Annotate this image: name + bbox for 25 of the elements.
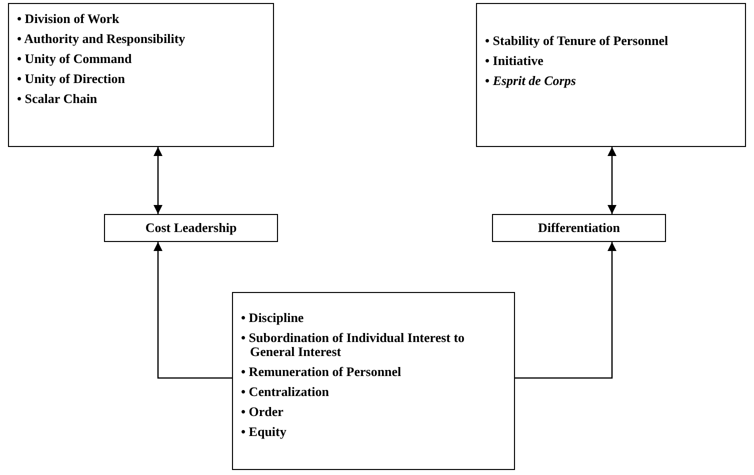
list-item: • Unity of Command xyxy=(17,52,133,66)
list-item: • Subordination of Individual Interest to General Interest xyxy=(241,331,466,359)
list-item: • Discipline xyxy=(241,311,305,325)
box-label: Cost Leadership xyxy=(145,220,237,236)
list-item: • Equity xyxy=(241,425,288,439)
text-box xyxy=(104,214,278,242)
list-item: • Scalar Chain xyxy=(17,92,98,106)
list-item: • Centralization xyxy=(241,385,330,399)
text-box xyxy=(8,3,274,147)
list-item: • Authority and Responsibility xyxy=(17,32,186,46)
arrow xyxy=(153,242,232,379)
text-box xyxy=(492,214,666,242)
arrow xyxy=(607,147,617,214)
box-label: Differentiation xyxy=(538,220,620,236)
text-box xyxy=(476,3,746,147)
arrow xyxy=(515,242,617,379)
arrow xyxy=(153,147,163,214)
list-item: • Stability of Tenure of Personnel xyxy=(485,34,670,48)
list-item: • Esprit de Corps xyxy=(485,74,577,88)
list-item: • Order xyxy=(241,405,284,419)
list-item: • Remuneration of Personnel xyxy=(241,365,402,379)
text-box xyxy=(232,292,515,470)
list-item: • Initiative xyxy=(485,54,544,68)
list-item: • Division of Work xyxy=(17,12,120,26)
list-item: • Unity of Direction xyxy=(17,72,126,86)
